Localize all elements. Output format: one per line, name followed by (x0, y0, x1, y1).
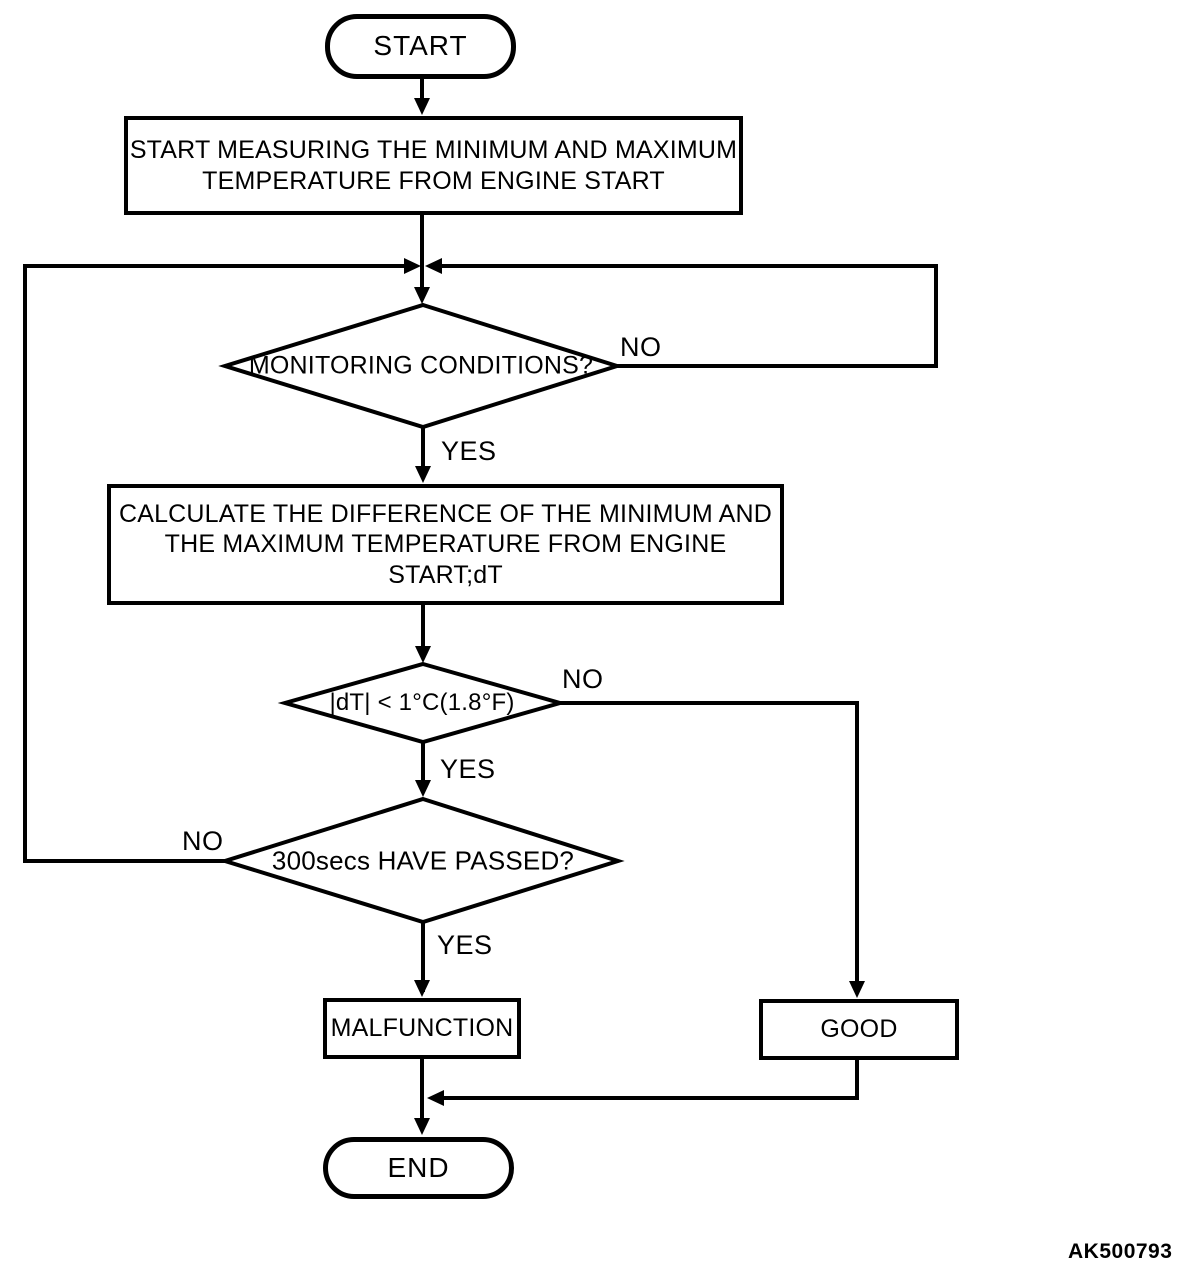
monitoring-question-label: MONITORING CONDITIONS? (248, 351, 594, 380)
start-label: START (373, 30, 468, 62)
arrowhead-into-malfunction (414, 980, 430, 997)
arrowhead-into-dtcheck (415, 646, 431, 663)
measure-line-1: START MEASURING THE MINIMUM AND MAXIMUM (129, 136, 738, 164)
calculate-line-2: THE MAXIMUM TEMPERATURE FROM ENGINE STAR… (164, 530, 727, 589)
dt-no-label: NO (562, 664, 604, 694)
arrowhead-merge-before-end (427, 1090, 444, 1106)
measure-line-2: TEMPERATURE FROM ENGINE START (202, 166, 665, 195)
edge-elapsed-no-loop (23, 264, 405, 863)
arrowhead-into-end (414, 1118, 430, 1135)
figure-code: AK500793 (1068, 1240, 1173, 1263)
end-label: END (387, 1151, 450, 1183)
measure-process-box: START MEASURING THE MINIMUM AND MAXIMUM … (124, 116, 743, 215)
elapsed-yes-label: YES (437, 930, 493, 960)
elapsed-question-label: 300secs HAVE PASSED? (271, 845, 575, 876)
calculate-process-box: CALCULATE THE DIFFERENCE OF THE MINIMUM … (107, 484, 784, 605)
monitoring-no-label: NO (620, 332, 662, 362)
edge-monitoring-no-loop (441, 264, 938, 368)
arrowhead-into-elapsed (415, 780, 431, 797)
dt-yes-label: YES (440, 754, 496, 784)
arrowhead-into-measure (414, 98, 430, 115)
arrowhead-into-good (849, 981, 865, 998)
arrowhead-into-monitoring (414, 287, 430, 304)
edge-dtcheck-no-to-good (560, 701, 859, 993)
good-result-box: GOOD (759, 999, 959, 1060)
dt-check-decision-diamond (277, 661, 568, 745)
monitoring-yes-label: YES (441, 436, 497, 466)
start-terminal: START (325, 14, 516, 79)
good-label: GOOD (820, 1015, 898, 1044)
arrowhead-left-loop-junction (404, 258, 421, 274)
arrowhead-right-loop-junction (425, 258, 442, 274)
end-terminal: END (323, 1137, 514, 1199)
malfunction-result-box: MALFUNCTION (323, 998, 521, 1059)
dt-check-question-label: |dT| < 1°C(1.8°F) (329, 689, 515, 716)
monitoring-decision-diamond (218, 302, 624, 430)
malfunction-label: MALFUNCTION (330, 1014, 514, 1043)
elapsed-no-label: NO (182, 826, 224, 856)
calculate-line-1: CALCULATE THE DIFFERENCE OF THE MINIMUM … (118, 499, 773, 528)
arrowhead-into-calculate (415, 466, 431, 483)
elapsed-decision-diamond (218, 796, 625, 925)
edge-good-to-merge (442, 1060, 859, 1100)
